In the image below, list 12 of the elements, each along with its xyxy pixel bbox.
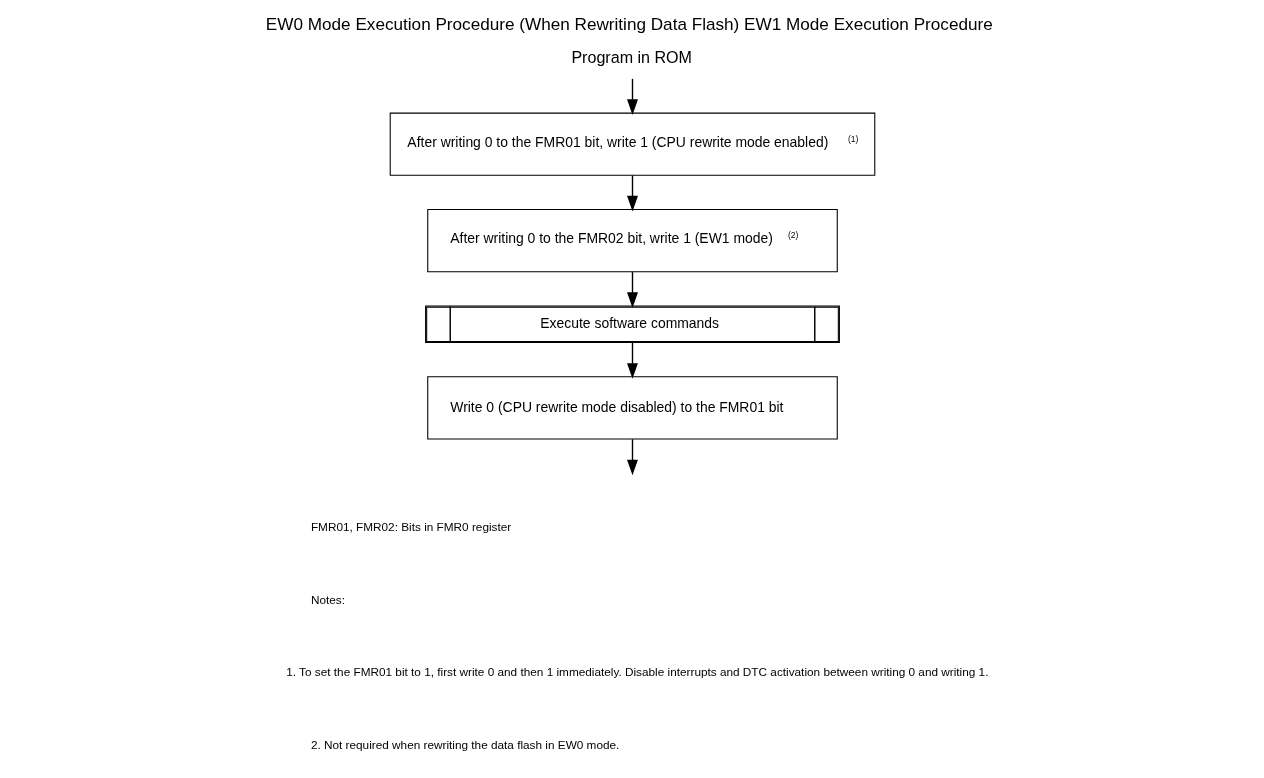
arrow xyxy=(626,78,638,115)
label: 2. Not required when rewriting the data flash in EW0 mode. xyxy=(310,738,619,752)
node-text: Program in ROM xyxy=(570,48,692,67)
node-box: Write 0 (CPU rewrite mode disabled) to the FMR01 bit xyxy=(426,376,838,440)
arrow xyxy=(626,341,638,379)
label: 1. To set the FMR01 bit to 1, first write 0 and then 1 immediately. Disable interrupts and DTC activation between writing 0 and writing 1. xyxy=(285,665,988,679)
arrow xyxy=(626,271,638,308)
diagram-title: EW0 Mode Execution Procedure (When Rewriting Data Flash) EW1 Mode Execution Procedure xyxy=(265,14,993,35)
label: Notes: xyxy=(310,592,345,606)
arrow xyxy=(626,438,638,476)
arrow xyxy=(626,174,638,212)
label: FMR01, FMR02: Bits in FMR0 register xyxy=(310,519,511,533)
